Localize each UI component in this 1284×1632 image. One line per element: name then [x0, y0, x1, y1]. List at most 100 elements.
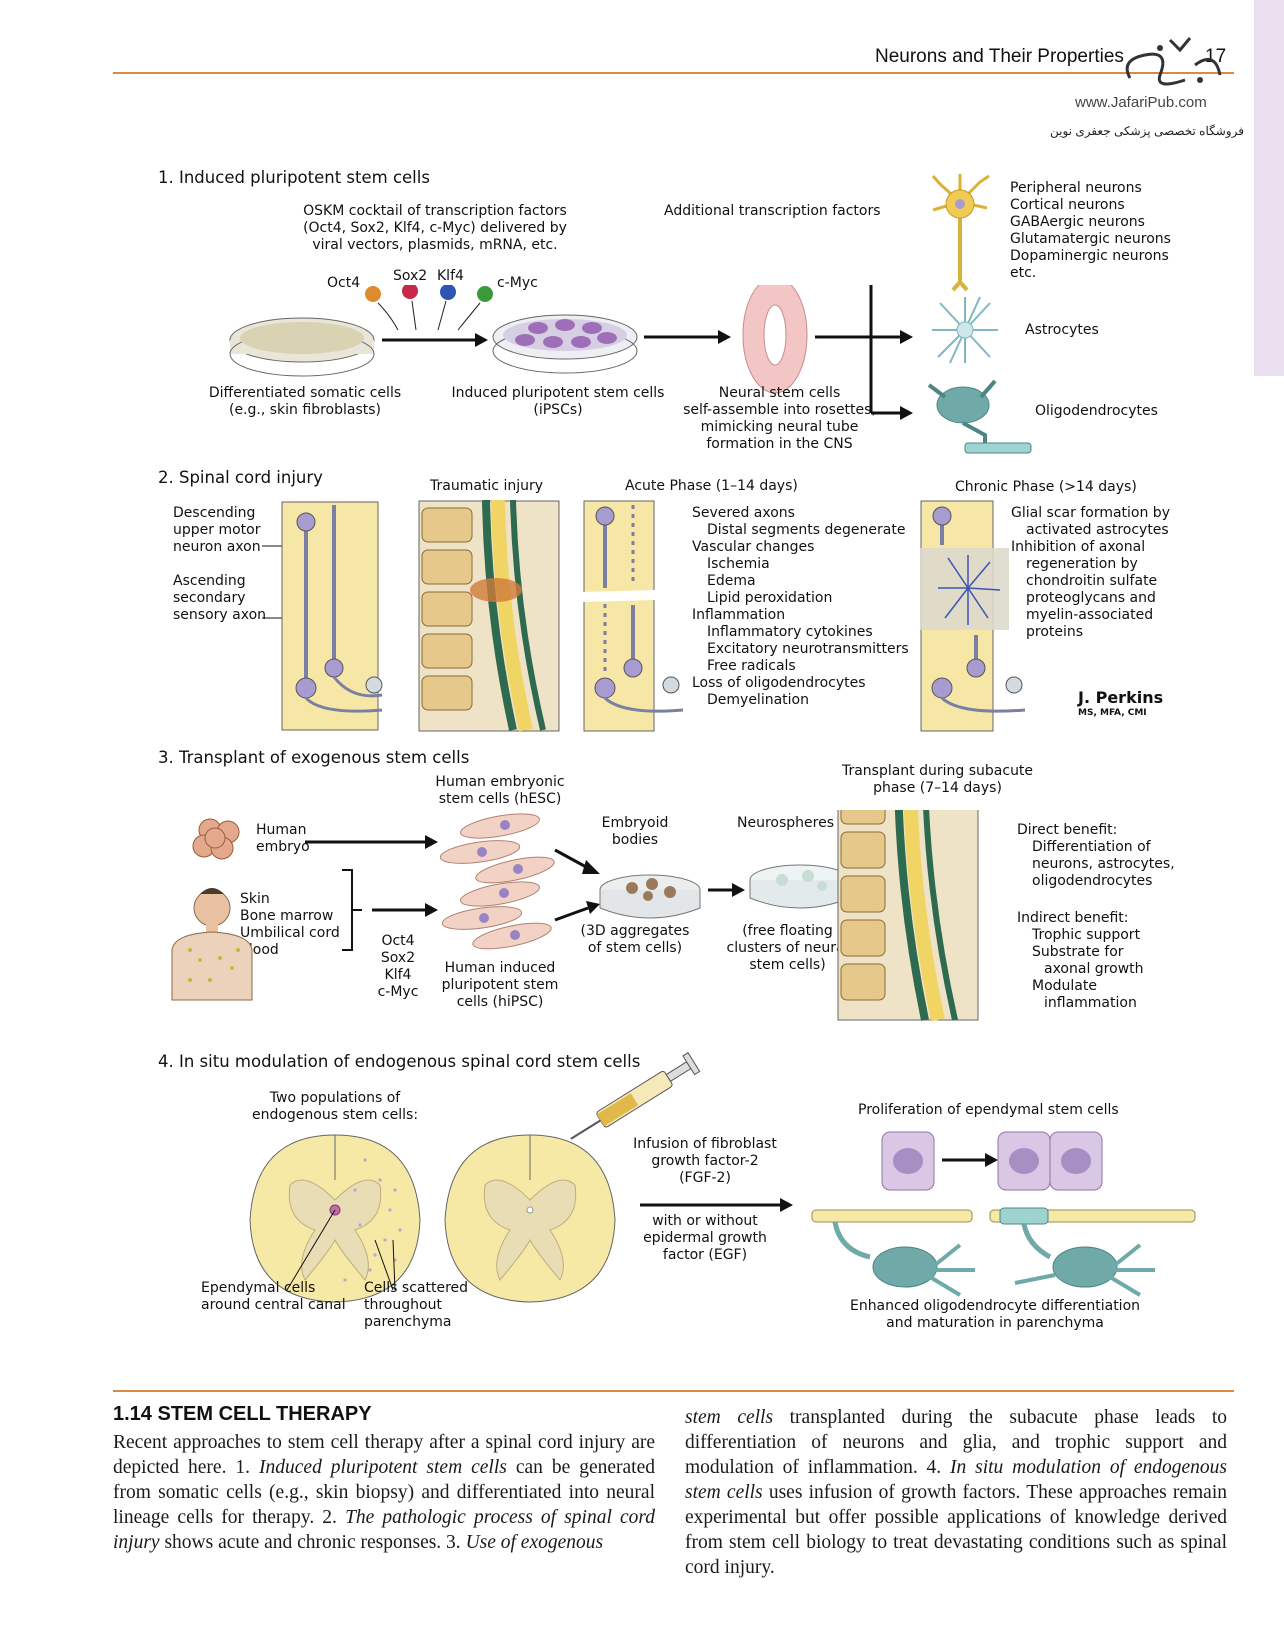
hipsc-label: Human induced pluripotent stem cells (hi…	[441, 960, 559, 1010]
chronic-item: proteins	[1026, 624, 1084, 640]
acute-phase-diagram	[583, 500, 684, 732]
benefit-item: Substrate for	[1032, 944, 1124, 960]
chronic-item: Inhibition of axonal	[1011, 539, 1146, 555]
chronic-item: regeneration by	[1026, 556, 1138, 572]
caption-italic: The pathologic process of spinal cord in…	[113, 1507, 656, 1553]
syringe-icon	[570, 1052, 701, 1140]
acute-item: Inflammatory cytokines	[707, 624, 873, 640]
chronic-item: activated astrocytes	[1026, 522, 1169, 538]
panel1-title: 1. Induced pluripotent stem cells	[158, 168, 430, 187]
benefit-item: Differentiation of	[1032, 839, 1151, 855]
chronic-item: proteoglycans and	[1026, 590, 1156, 606]
proliferation-diagram	[881, 1131, 1103, 1191]
enhanced-differentiation-label: Enhanced oligodendrocyte differentiation…	[849, 1298, 1141, 1331]
acute-item: Inflammation	[692, 607, 786, 623]
astrocytes-label: Astrocytes	[1025, 322, 1099, 338]
caption-italic: Induced pluripotent stem cells	[259, 1457, 507, 1478]
panel3-diagram	[171, 810, 979, 1022]
chronic-item: chondroitin sulfate	[1026, 573, 1158, 589]
benefit-item: Trophic support	[1032, 927, 1141, 943]
caption-text: Recent approaches to stem cell therapy a…	[113, 1432, 655, 1478]
factor-oct4-label: Oct4	[327, 275, 361, 291]
caption-column-1: Recent approaches to stem cell therapy a…	[113, 1430, 655, 1555]
acute-item: Lipid peroxidation	[707, 590, 833, 606]
chronic-item: myelin-associated	[1026, 607, 1154, 623]
panel1-diagram	[229, 285, 913, 420]
benefit-item: oligodendrocytes	[1032, 873, 1153, 889]
oligodendrocyte-maturation-diagram	[811, 1207, 1196, 1297]
caption-text: can be generated from somatic cells (e.g…	[113, 1457, 656, 1528]
artist-credentials: MS, MFA, CMI	[1078, 708, 1147, 718]
infusion-arrow	[640, 1198, 793, 1212]
acute-phase-title: Acute Phase (1–14 days)	[625, 478, 798, 494]
chronic-item: Glial scar formation by	[1011, 505, 1170, 521]
running-title: Neurons and Their Properties	[875, 46, 1124, 67]
direct-benefit-list: Direct benefit: Differentiation of neuro…	[1017, 822, 1175, 890]
neurospheres-sub: (free floating clusters of neural stem c…	[726, 923, 849, 973]
benefit-item: inflammation	[1044, 995, 1137, 1011]
reprogramming-factors-label: Oct4 Sox2 Klf4 c-Myc	[377, 933, 419, 1000]
acute-item: Excitatory neurotransmitters	[707, 641, 909, 657]
acute-item: Free radicals	[707, 658, 796, 674]
oct4-dot	[365, 286, 381, 302]
neurospheres-title: Neurospheres	[737, 815, 834, 831]
acute-item: Edema	[707, 573, 756, 589]
fgf2-infusion-label: Infusion of fibroblast growth factor-2 (…	[633, 1136, 777, 1186]
traumatic-injury-diagram	[418, 500, 560, 732]
acute-phase-list: Severed axons Distal segments degenerate…	[692, 505, 909, 709]
sox2-dot	[402, 285, 418, 299]
acute-item: Distal segments degenerate	[707, 522, 906, 538]
caption-rule	[113, 1390, 1234, 1392]
acute-item: Loss of oligodendrocytes	[692, 675, 866, 691]
transplant-title: Transplant during subacute phase (7–14 d…	[841, 763, 1034, 796]
factor-cmyc-label: c-Myc	[497, 275, 538, 291]
caption-heading: 1.14 STEM CELL THERAPY	[113, 1403, 372, 1425]
chronic-phase-diagram	[920, 500, 1026, 732]
factor-klf4-label: Klf4	[437, 268, 464, 284]
indirect-benefit-list: Indirect benefit: Trophic support Substr…	[1017, 910, 1144, 1012]
acute-item: Ischemia	[707, 556, 770, 572]
ascending-axon-label: Ascending secondary sensory axon	[173, 573, 267, 623]
cmyc-dot	[477, 286, 493, 302]
page-number: 17	[1205, 46, 1227, 67]
caption-column-2: stem cells transplanted during the subac…	[685, 1405, 1227, 1580]
benefit-item: axonal growth	[1044, 961, 1144, 977]
peripheral-neuron-icon	[931, 174, 990, 292]
benefit-item: Modulate	[1032, 978, 1097, 994]
hesc-label: Human embryonic stem cells (hESC)	[435, 774, 565, 807]
panel3-title: 3. Transplant of exogenous stem cells	[158, 748, 470, 767]
caption-text: shows acute and chronic responses. 3.	[159, 1532, 466, 1553]
astrocyte-icon	[932, 296, 998, 364]
factor-sox2-label: Sox2	[393, 268, 428, 284]
publisher-logo	[1125, 37, 1222, 86]
caption-italic: In situ modulation of endogenous stem ce…	[685, 1457, 1227, 1503]
ipsc-label: Induced pluripotent stem cells (iPSCs)	[451, 385, 665, 418]
descending-axon-label: Descending upper motor neuron axon	[173, 505, 261, 555]
acute-item: Vascular changes	[692, 539, 815, 555]
publisher-tagline: فروشگاه تخصصی پزشکی جعفری نوین	[1050, 124, 1244, 138]
egf-label: with or without epidermal growth factor …	[643, 1213, 767, 1263]
caption-text: uses infusion of growth factors. These a…	[685, 1482, 1227, 1578]
caption-italic: Use of exogenous	[465, 1532, 604, 1553]
chapter-side-tab	[1254, 0, 1284, 376]
panel2-title: 2. Spinal cord injury	[158, 468, 323, 487]
benefit-item: Direct benefit:	[1017, 822, 1118, 838]
embryoid-bodies-sub: (3D aggregates of stem cells)	[580, 923, 690, 956]
panel4-cords-diagram	[249, 1134, 616, 1303]
oligodendrocytes-label: Oligodendrocytes	[1035, 403, 1158, 419]
chronic-phase-title: Chronic Phase (>14 days)	[955, 479, 1137, 495]
neural-stem-cells-label: Neural stem cells self-assemble into ros…	[683, 385, 876, 452]
additional-factors-label: Additional transcription factors	[664, 203, 881, 219]
chronic-phase-list: Glial scar formation by activated astroc…	[1011, 505, 1170, 641]
header-rule	[113, 72, 1234, 74]
panel4-title: 4. In situ modulation of endogenous spin…	[158, 1052, 641, 1071]
scattered-cells-label: Cells scattered throughout parenchyma	[364, 1280, 469, 1330]
oligodendrocyte-icon	[927, 379, 1032, 454]
acute-item: Demyelination	[707, 692, 809, 708]
normal-cord-diagram	[262, 501, 383, 731]
benefit-item: Indirect benefit:	[1017, 910, 1129, 926]
cell-sources-label: Skin Bone marrow Umbilical cord blood	[240, 891, 340, 958]
proliferation-label: Proliferation of ependymal stem cells	[858, 1102, 1119, 1118]
two-populations-label: Two populations of endogenous stem cells…	[251, 1090, 419, 1123]
neuron-types-list: Peripheral neurons Cortical neurons GABA…	[1010, 180, 1171, 281]
